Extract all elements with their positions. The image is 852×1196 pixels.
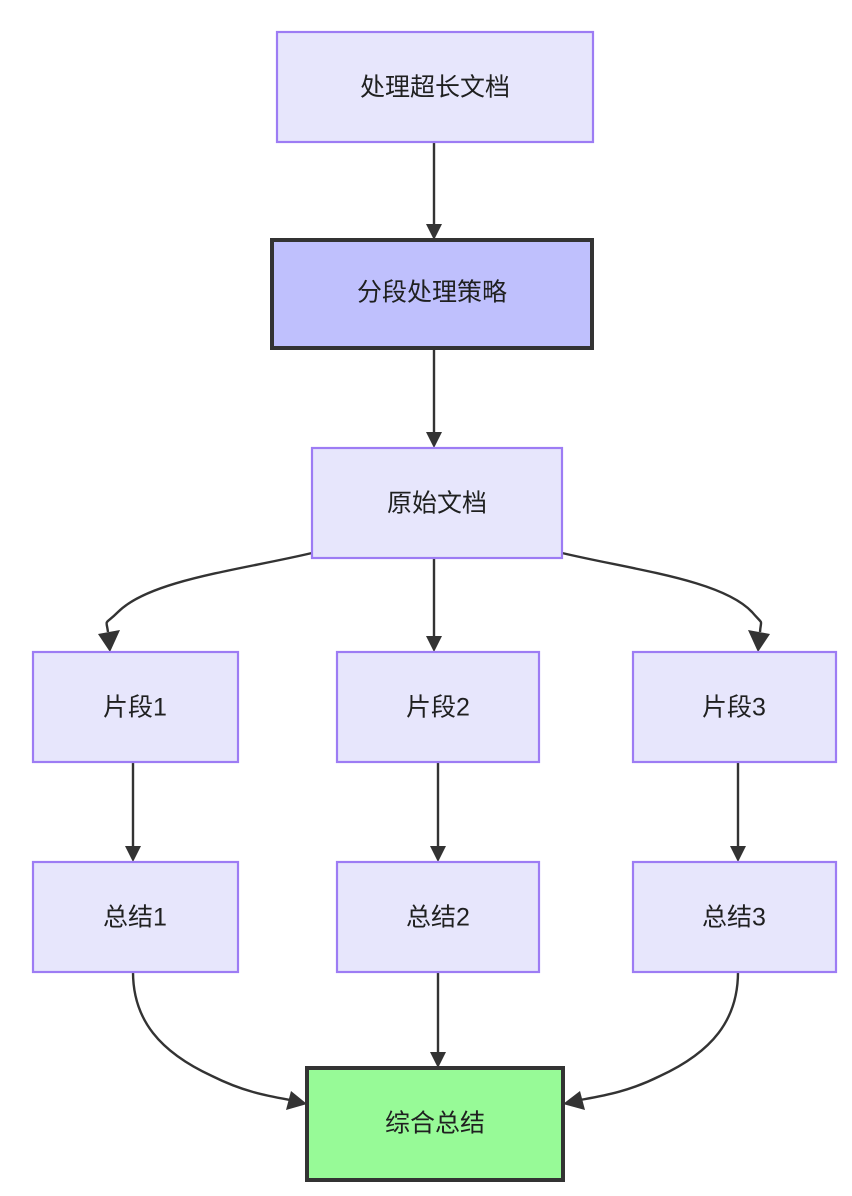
node-box[interactable]	[335, 860, 541, 974]
node-label-combined-summary: 综合总结	[385, 1110, 485, 1138]
node-label-process-long-document: 处理超长文档	[360, 74, 510, 102]
edge-original-to-fragment3	[561, 551, 770, 652]
node-chunking-strategy[interactable]: 分段处理策略	[270, 238, 594, 350]
node-layer: 处理超长文档 分段处理策略 原始文档 片段1 片段2 片段3	[31, 30, 838, 1182]
edge-original-to-fragment2	[426, 558, 442, 652]
edge-summary1-to-combined	[131, 971, 307, 1110]
node-box[interactable]	[270, 238, 594, 350]
node-summary-2[interactable]: 总结2	[335, 860, 541, 974]
node-label-chunking-strategy: 分段处理策略	[357, 279, 507, 307]
node-fragment-1[interactable]: 片段1	[31, 650, 240, 764]
node-fragment-3[interactable]: 片段3	[631, 650, 838, 764]
node-process-long-document[interactable]: 处理超长文档	[275, 30, 595, 144]
node-summary-3[interactable]: 总结3	[631, 860, 838, 974]
node-original-document[interactable]: 原始文档	[310, 446, 564, 560]
node-label-fragment-2: 片段2	[406, 694, 470, 722]
edge-strategy-to-original	[426, 348, 442, 448]
node-label-summary-2: 总结2	[406, 904, 470, 932]
node-label-summary-3: 总结3	[702, 904, 766, 932]
node-box[interactable]	[631, 650, 838, 764]
node-fragment-2[interactable]: 片段2	[335, 650, 541, 764]
node-label-fragment-1: 片段1	[103, 694, 167, 722]
node-box[interactable]	[631, 860, 838, 974]
edge-fragment1-to-summary1	[125, 762, 141, 862]
node-combined-summary[interactable]: 综合总结	[305, 1066, 565, 1182]
edge-summary2-to-combined	[430, 972, 446, 1068]
node-box[interactable]	[31, 650, 240, 764]
edge-process-to-strategy	[426, 142, 442, 240]
node-box[interactable]	[31, 860, 240, 974]
node-box[interactable]	[335, 650, 541, 764]
node-box[interactable]	[275, 30, 595, 144]
node-label-summary-1: 总结1	[103, 904, 167, 932]
edge-fragment2-to-summary2	[430, 762, 446, 862]
edge-original-to-fragment1	[98, 551, 313, 652]
node-box[interactable]	[305, 1066, 565, 1182]
node-box[interactable]	[310, 446, 564, 560]
node-summary-1[interactable]: 总结1	[31, 860, 240, 974]
node-label-fragment-3: 片段3	[702, 694, 766, 722]
edge-layer	[98, 142, 770, 1110]
edge-summary3-to-combined	[563, 971, 740, 1110]
node-label-original-document: 原始文档	[387, 490, 487, 518]
edge-fragment3-to-summary3	[730, 762, 746, 862]
